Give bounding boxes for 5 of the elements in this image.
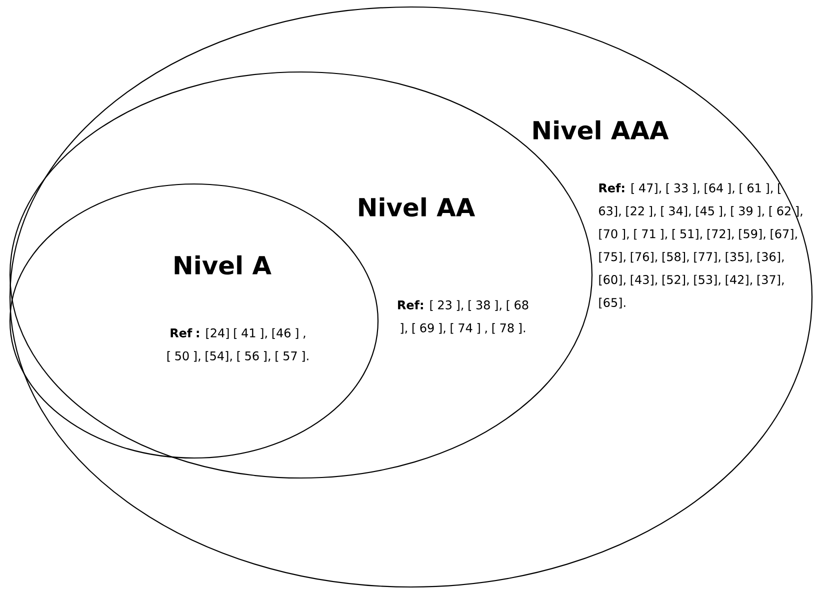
level-title: Nivel A xyxy=(174,255,272,275)
reference-list: Ref: [ 23 ], [ 38 ], [ 68 ], [ 69 ], [ 74 ] , [ 78 ]. xyxy=(398,300,528,334)
level-title: Nivel AAA xyxy=(534,120,669,140)
level-title: Nivel AA xyxy=(359,197,476,217)
reference-list: Ref : [24] [ 41 ], [46 ] , [ 50 ], [54], [ 56 ], [ 57 ]. xyxy=(167,328,308,362)
